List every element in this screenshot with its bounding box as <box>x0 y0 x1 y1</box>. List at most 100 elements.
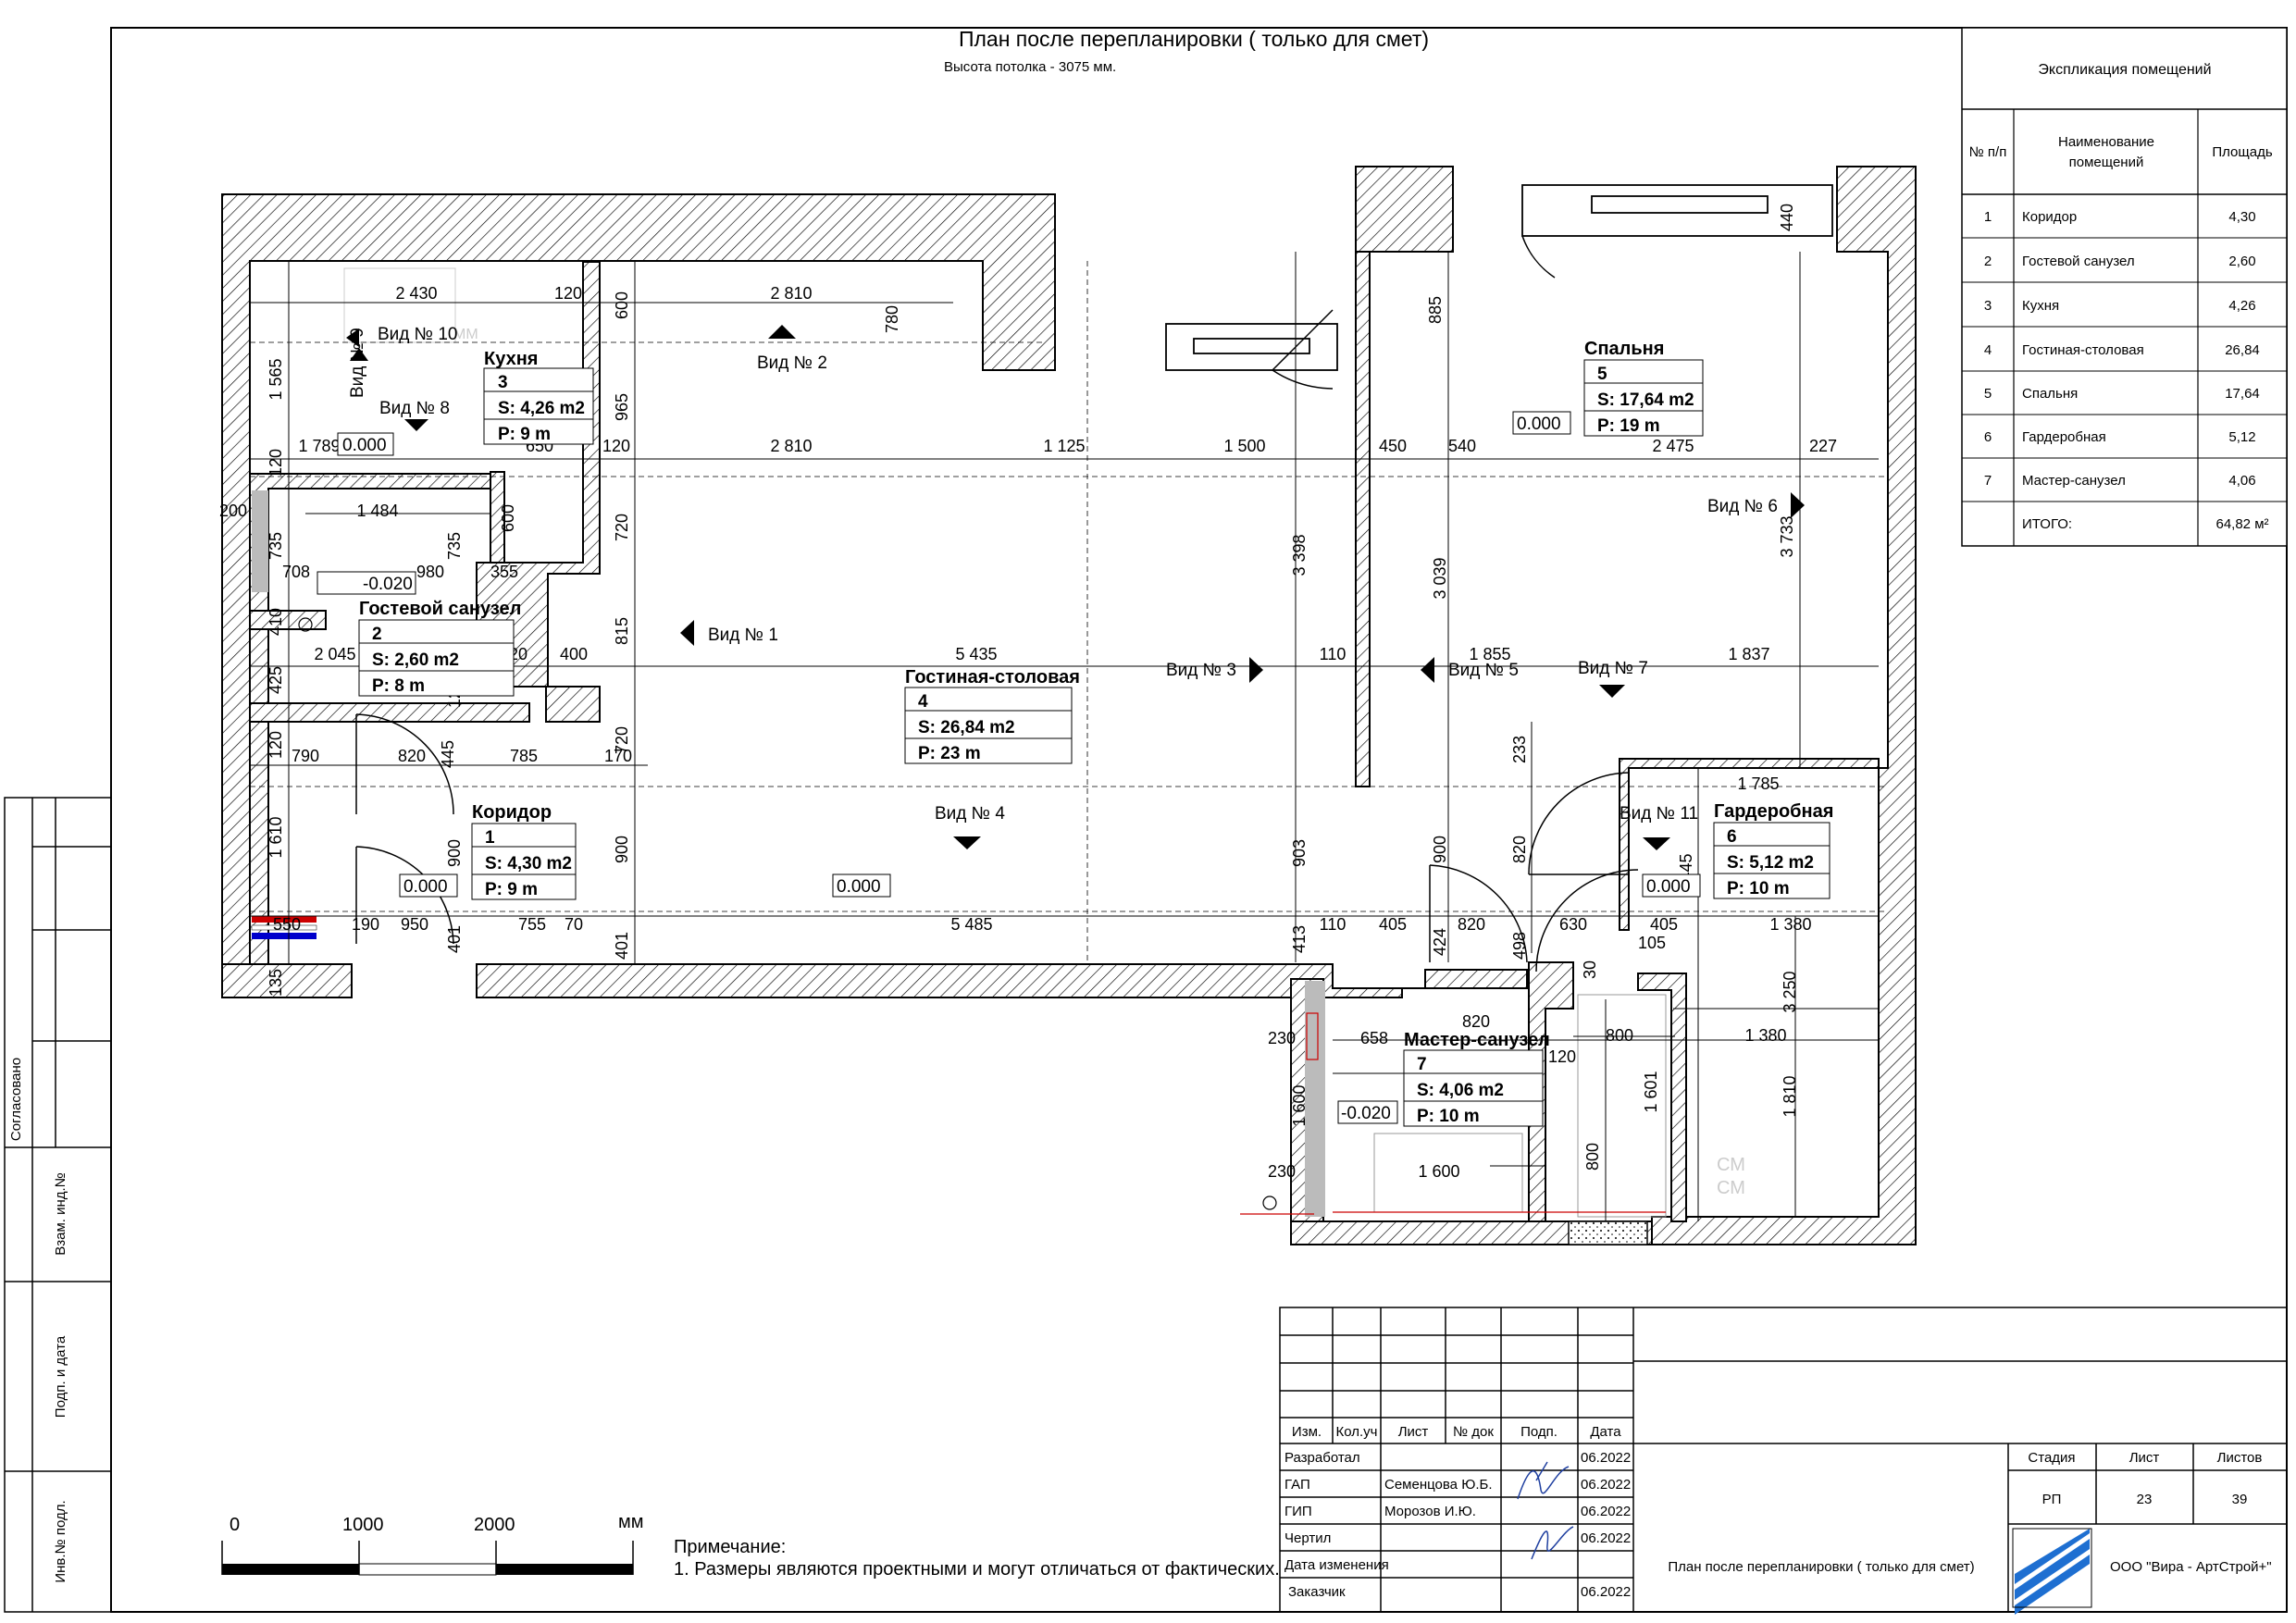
wall-wardrobe-top <box>1619 758 1880 931</box>
stamp-agreed: Согласовано <box>8 1058 24 1141</box>
dim: 3 250 <box>1781 971 1799 1012</box>
room-perimeter: P: 9 m <box>485 880 538 899</box>
dim: 785 <box>510 747 538 765</box>
scale-label: 0 <box>230 1515 240 1535</box>
table-cell: 2 <box>1984 254 1992 269</box>
table-cell: 1 <box>1984 209 1992 225</box>
dim: 498 <box>1510 932 1529 960</box>
dim: 965 <box>613 393 631 421</box>
level-mark: -0.020 <box>363 575 413 594</box>
scale-label: 2000 <box>474 1515 515 1535</box>
dim: 1 380 <box>1769 915 1811 934</box>
tb-role: ГАП <box>1285 1477 1310 1493</box>
stamp-replace: Взам. инд.№ <box>53 1172 68 1256</box>
room-name: Коридор <box>472 802 552 823</box>
dim: 550 <box>273 915 301 934</box>
view-arrow-icon <box>1643 837 1670 850</box>
scale-label: 1000 <box>342 1515 384 1535</box>
wall-corr-right <box>545 686 601 723</box>
room-area: S: 2,60 m2 <box>372 650 459 670</box>
dim: 900 <box>1431 836 1449 863</box>
level-mark: -0.020 <box>1341 1104 1391 1123</box>
wall-outer-top-right <box>1355 166 1454 253</box>
title-block-text: Изм. Кол.уч Лист № док Подп. Дата Разраб… <box>1285 1424 2272 1600</box>
dim: 1 565 <box>267 358 285 400</box>
tb-company: ООО "Вира - АртСтрой+" <box>2110 1559 2272 1575</box>
room-perimeter: P: 19 m <box>1597 416 1660 436</box>
room-area: S: 4,26 m2 <box>498 399 585 418</box>
wall-corridor-div <box>490 471 505 564</box>
table-cell: 5 <box>1984 386 1992 402</box>
dim: 600 <box>613 291 631 319</box>
dim: 820 <box>398 747 426 765</box>
dim: 1 380 <box>1744 1026 1786 1045</box>
room-area: S: 17,64 m2 <box>1597 390 1694 410</box>
watermark-text: ММ <box>453 327 478 342</box>
dim: 900 <box>445 839 464 867</box>
dim: 30 <box>1581 960 1599 979</box>
table-cell: 4,06 <box>2228 473 2255 489</box>
wall-master-right <box>1637 973 1687 1222</box>
view-label: Вид № 10 <box>378 325 457 344</box>
room-perimeter: P: 10 m <box>1417 1107 1480 1126</box>
stamp-inv: Инв.№ подл. <box>53 1500 68 1582</box>
table-cell: 6 <box>1984 429 1992 445</box>
side-stamp <box>4 797 112 1613</box>
room-number: 6 <box>1727 827 1737 847</box>
tb-role: Разработал <box>1285 1450 1360 1466</box>
tb-person: Семенцова Ю.Б. <box>1384 1477 1493 1493</box>
dim: 2 810 <box>770 437 812 455</box>
tb-header: Дата <box>1590 1424 1621 1440</box>
sheet-frame <box>110 27 2288 1613</box>
dim: 735 <box>445 532 464 560</box>
table-cell: 4,26 <box>2228 298 2255 314</box>
room-area: S: 5,12 m2 <box>1727 853 1814 873</box>
table-cell: 26,84 <box>2225 342 2260 358</box>
dim: 540 <box>1448 437 1476 455</box>
dim: 5 485 <box>950 915 992 934</box>
view-arrow-icon <box>1791 492 1805 518</box>
dim: 200 <box>219 502 247 520</box>
table-cell: 5,12 <box>2228 429 2255 445</box>
room-name: Спальня <box>1584 339 1664 359</box>
tb-date: 06.2022 <box>1581 1450 1631 1466</box>
dim: 413 <box>1290 925 1309 953</box>
room-area: S: 4,30 m2 <box>485 854 572 873</box>
view-arrow-icon <box>404 419 428 431</box>
tb-sheet: 23 <box>2137 1492 2153 1507</box>
dim: 405 <box>1379 915 1407 934</box>
dim: 1 601 <box>1642 1071 1660 1112</box>
dim: 105 <box>1638 934 1666 952</box>
dim: 658 <box>1360 1029 1388 1047</box>
room-bedroom: Спальня 5 S: 17,64 m2 P: 19 m <box>1583 339 1704 437</box>
note-title: Примечание: <box>674 1537 786 1557</box>
drain-icon <box>1262 1196 1277 1210</box>
dim: 355 <box>490 563 518 581</box>
tb-role: Заказчик <box>1288 1584 1346 1600</box>
room-kitchen: Кухня 3 S: 4,26 m2 P: 9 m <box>483 349 594 445</box>
windows <box>1165 184 1833 371</box>
table-cell: 4 <box>1984 342 1992 358</box>
room-name: Гостевой санузел <box>359 599 521 619</box>
tb-person: Морозов И.Ю. <box>1384 1504 1476 1519</box>
view-arrow-icon <box>953 836 981 849</box>
tb-stage-header: Стадия <box>2028 1450 2075 1466</box>
room-name: Мастер-санузел <box>1404 1030 1550 1050</box>
tb-date: 06.2022 <box>1581 1530 1631 1546</box>
view-arrow-icon <box>1599 685 1625 698</box>
dim: 1 125 <box>1043 437 1085 455</box>
dim: 1 500 <box>1223 437 1265 455</box>
view-label: Вид № 9 <box>348 328 367 398</box>
wall-bath-div <box>249 610 327 630</box>
stamp-sign-date: Подп. и дата <box>53 1335 68 1418</box>
room-number: 7 <box>1417 1055 1427 1074</box>
tb-header: Подп. <box>1520 1424 1558 1440</box>
pipes-icon <box>251 916 317 939</box>
total-value: 64,82 м² <box>2215 516 2268 532</box>
table-cell: Мастер-санузел <box>2022 473 2126 489</box>
room-corridor: Коридор 1 S: 4,30 m2 P: 9 m <box>471 802 577 900</box>
dim: 2 430 <box>395 284 437 303</box>
dim: 3 039 <box>1431 557 1449 599</box>
dim: 903 <box>1290 839 1309 867</box>
